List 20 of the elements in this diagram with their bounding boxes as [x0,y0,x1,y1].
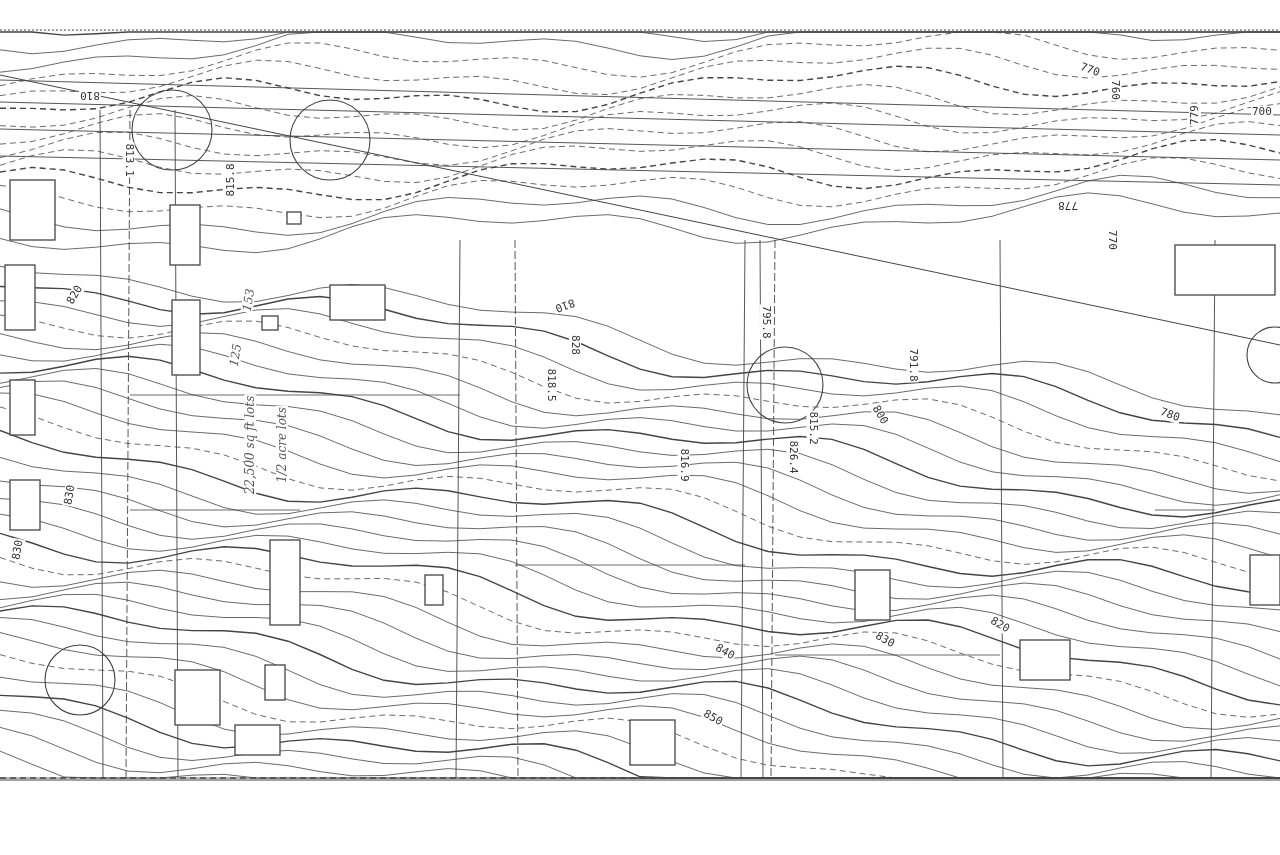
elevation-label: 828 [568,334,581,356]
elevation-label: 795.8 [759,304,772,340]
elevation-label: 760 [1108,79,1121,101]
handwritten-note: 125 [226,341,243,369]
handwritten-note: 153 [239,286,256,314]
elevation-label: 830 [10,538,26,562]
elevation-label: 813.1 [122,142,135,178]
handwritten-note: 1/2 acre lots [275,406,288,484]
elevation-label: 830 [62,483,78,507]
elevation-label: 779 [1188,104,1201,126]
elevation-label: 816.9 [677,447,690,483]
elevation-label: 810 [79,89,101,101]
elevation-label: 815.8 [224,162,237,198]
elevation-label: 818.5 [544,367,557,403]
handwritten-note: 22,500 sq ft lots [243,394,256,496]
elevation-label: 815.2 [806,410,819,446]
elevation-label: 700 [1251,106,1273,118]
elevation-label: 826.4 [786,439,799,475]
elevation-label: 791.8 [906,347,919,383]
elevation-label: 778 [1057,199,1079,211]
